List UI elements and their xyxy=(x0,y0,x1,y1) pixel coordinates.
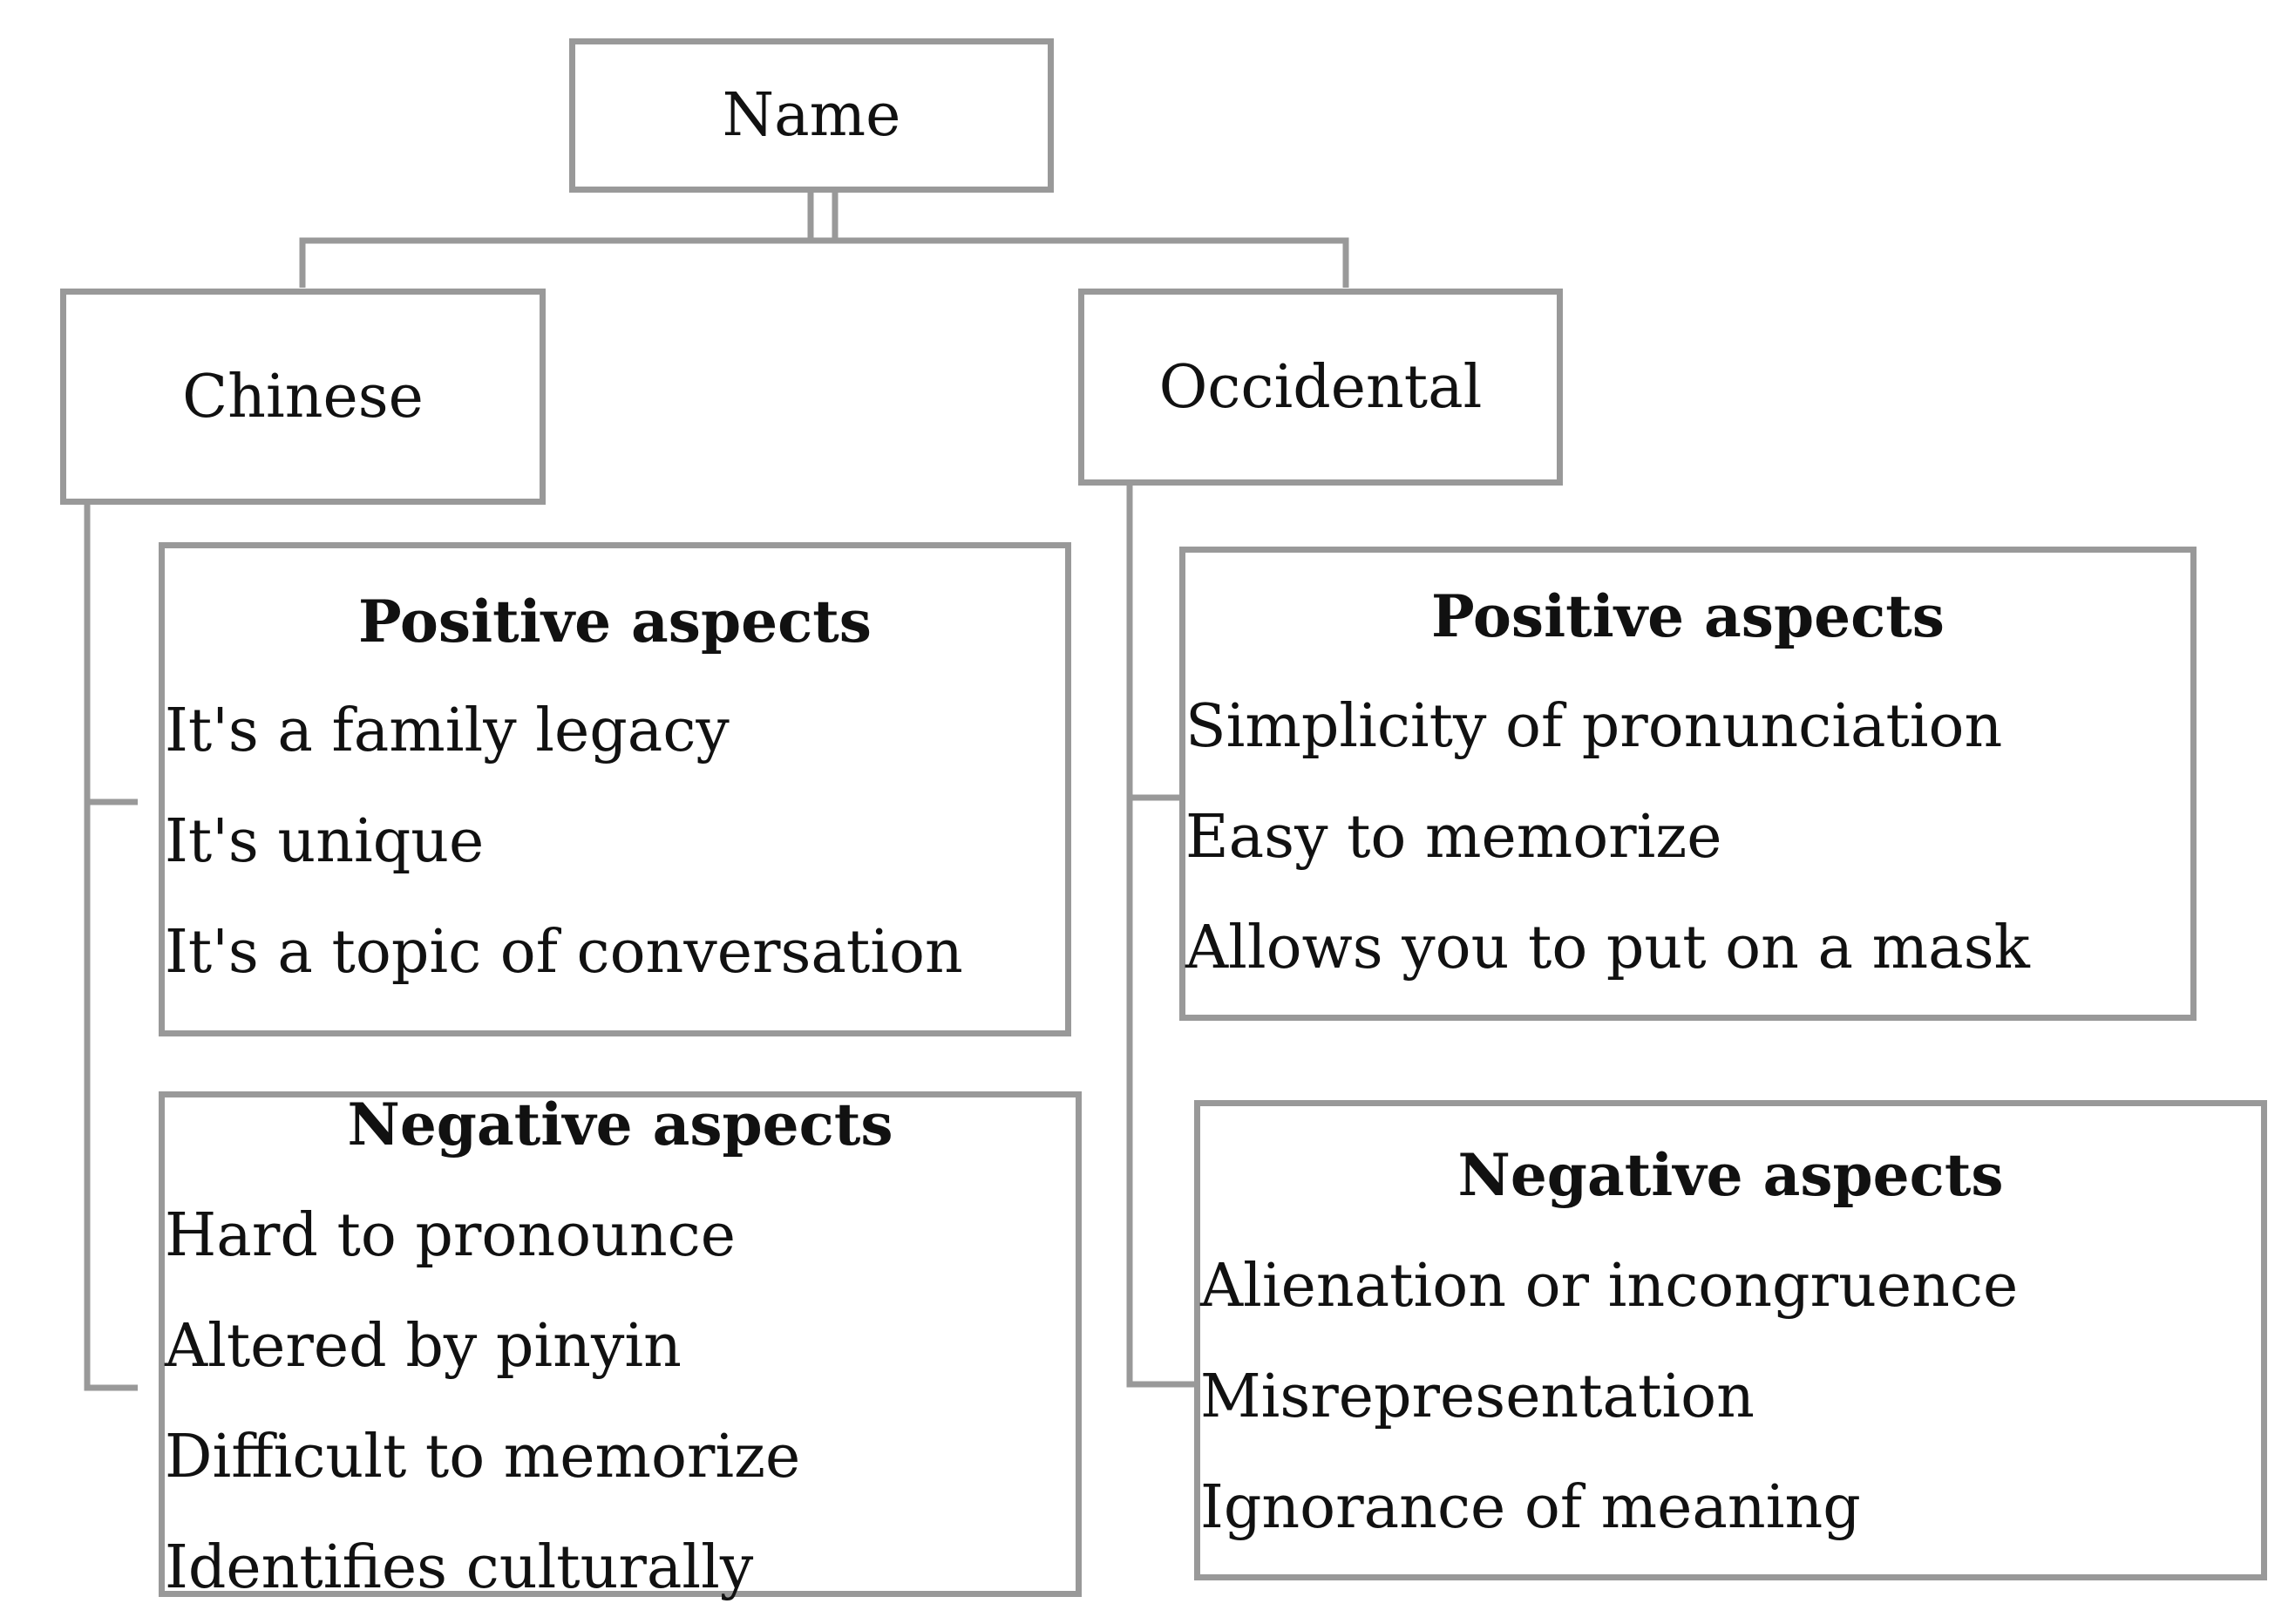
occidental-positive-item: Easy to memorize xyxy=(1185,803,1722,872)
root-node: Name xyxy=(569,38,1054,193)
branch-node-chinese: Chinese xyxy=(60,289,546,505)
occidental-positive-item: Simplicity of pronunciation xyxy=(1185,692,2003,761)
branch-bar xyxy=(299,237,1349,288)
chinese-negative-aspects: Negative aspects Hard to pronounce Alter… xyxy=(159,1091,1082,1602)
occidental-positive-item: Allows you to put on a mask xyxy=(1185,914,2030,982)
occidental-negative-item: Alienation or incongruence xyxy=(1200,1252,2019,1321)
occidental-positive-aspects: Positive aspects Simplicity of pronuncia… xyxy=(1179,547,2197,1021)
branch-label-occidental: Occidental xyxy=(1158,352,1483,422)
branch-node-occidental: Occidental xyxy=(1078,289,1563,486)
chinese-positive-heading: Positive aspects xyxy=(358,588,872,656)
chinese-positive-aspects: Positive aspects It's a family legacy It… xyxy=(159,542,1071,1036)
branch-label-chinese: Chinese xyxy=(182,362,424,431)
chinese-positive-item: It's a topic of conversation xyxy=(165,918,963,987)
occidental-negative-heading: Negative aspects xyxy=(1457,1141,2004,1209)
chinese-negative-item: Altered by pinyin xyxy=(165,1312,682,1381)
chinese-negative-item: Hard to pronounce xyxy=(165,1201,736,1270)
occidental-negative-item: Ignorance of meaning xyxy=(1200,1473,1861,1542)
occidental-negative-item: Misrepresentation xyxy=(1200,1362,1755,1431)
occidental-spine xyxy=(1126,484,1198,1388)
chinese-negative-heading: Negative aspects xyxy=(347,1091,893,1159)
chinese-spine xyxy=(84,501,138,1391)
chinese-positive-item: It's a family legacy xyxy=(165,696,730,765)
occidental-positive-heading: Positive aspects xyxy=(1431,582,1945,650)
root-label: Name xyxy=(722,81,901,150)
chinese-negative-item: Identifies culturally xyxy=(165,1533,754,1602)
chinese-negative-item: Difficult to memorize xyxy=(165,1423,801,1491)
occidental-negative-aspects: Negative aspects Alienation or incongrue… xyxy=(1194,1100,2267,1580)
chinese-positive-item: It's unique xyxy=(165,807,485,876)
